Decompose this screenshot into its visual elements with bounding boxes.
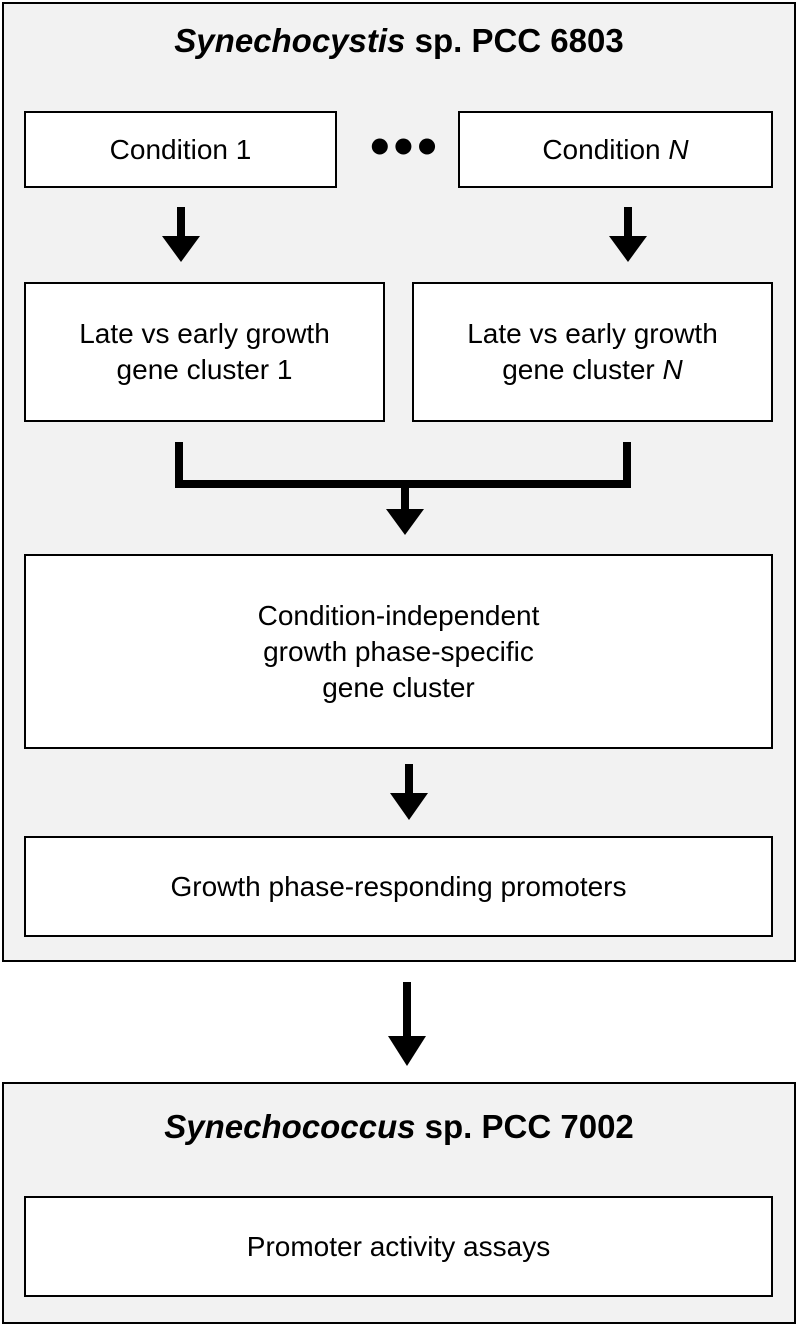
arrow-condition-1-shaft bbox=[177, 207, 185, 239]
condition-n-label: Condition N bbox=[542, 133, 689, 165]
independent-line3: gene cluster bbox=[322, 671, 475, 703]
arrow-cluster-to-promoters-head bbox=[390, 793, 428, 820]
promoters-box: Growth phase-responding promoters bbox=[24, 836, 773, 937]
assays-box: Promoter activity assays bbox=[24, 1196, 773, 1297]
synechocystis-title-genus: Synechocystis bbox=[174, 22, 406, 59]
synechococcus-title-genus: Synechococcus bbox=[164, 1108, 416, 1145]
arrow-panel-to-panel-shaft bbox=[403, 982, 411, 1038]
merge-right-leg bbox=[623, 442, 631, 488]
cluster-n-line2: gene cluster N bbox=[502, 354, 683, 385]
cluster-1-line2: gene cluster 1 bbox=[116, 354, 293, 385]
condition-n-box: Condition N bbox=[458, 111, 773, 188]
promoters-label: Growth phase-responding promoters bbox=[170, 870, 627, 902]
arrow-condition-n-shaft bbox=[624, 207, 632, 239]
arrow-condition-n-head bbox=[609, 236, 647, 262]
independent-line2: growth phase-specific bbox=[263, 635, 534, 667]
synechocystis-title: Synechocystis sp. PCC 6803 bbox=[0, 22, 798, 60]
merge-down-shaft bbox=[401, 484, 409, 512]
independent-line1: Condition-independent bbox=[257, 599, 540, 631]
synechococcus-title-strain: sp. PCC 7002 bbox=[415, 1108, 634, 1145]
cluster-n-box: Late vs early growth gene cluster N bbox=[412, 282, 773, 422]
assays-label: Promoter activity assays bbox=[246, 1230, 551, 1262]
arrow-panel-to-panel-head bbox=[388, 1036, 426, 1066]
condition-independent-cluster-box: Condition-independent growth phase-speci… bbox=[24, 554, 773, 749]
cluster-n-line1: Late vs early growth bbox=[467, 318, 718, 349]
arrow-cluster-to-promoters-shaft bbox=[405, 764, 413, 796]
ellipsis-dots: ••• bbox=[370, 114, 441, 177]
merge-down-head bbox=[386, 509, 424, 535]
arrow-condition-1-head bbox=[162, 236, 200, 262]
cluster-1-box: Late vs early growth gene cluster 1 bbox=[24, 282, 385, 422]
synechocystis-title-strain: sp. PCC 6803 bbox=[405, 22, 624, 59]
cluster-1-line1: Late vs early growth bbox=[79, 318, 330, 349]
condition-1-box: Condition 1 bbox=[24, 111, 337, 188]
condition-1-label: Condition 1 bbox=[109, 133, 252, 165]
merge-left-leg bbox=[175, 442, 183, 488]
synechococcus-title: Synechococcus sp. PCC 7002 bbox=[0, 1108, 798, 1146]
